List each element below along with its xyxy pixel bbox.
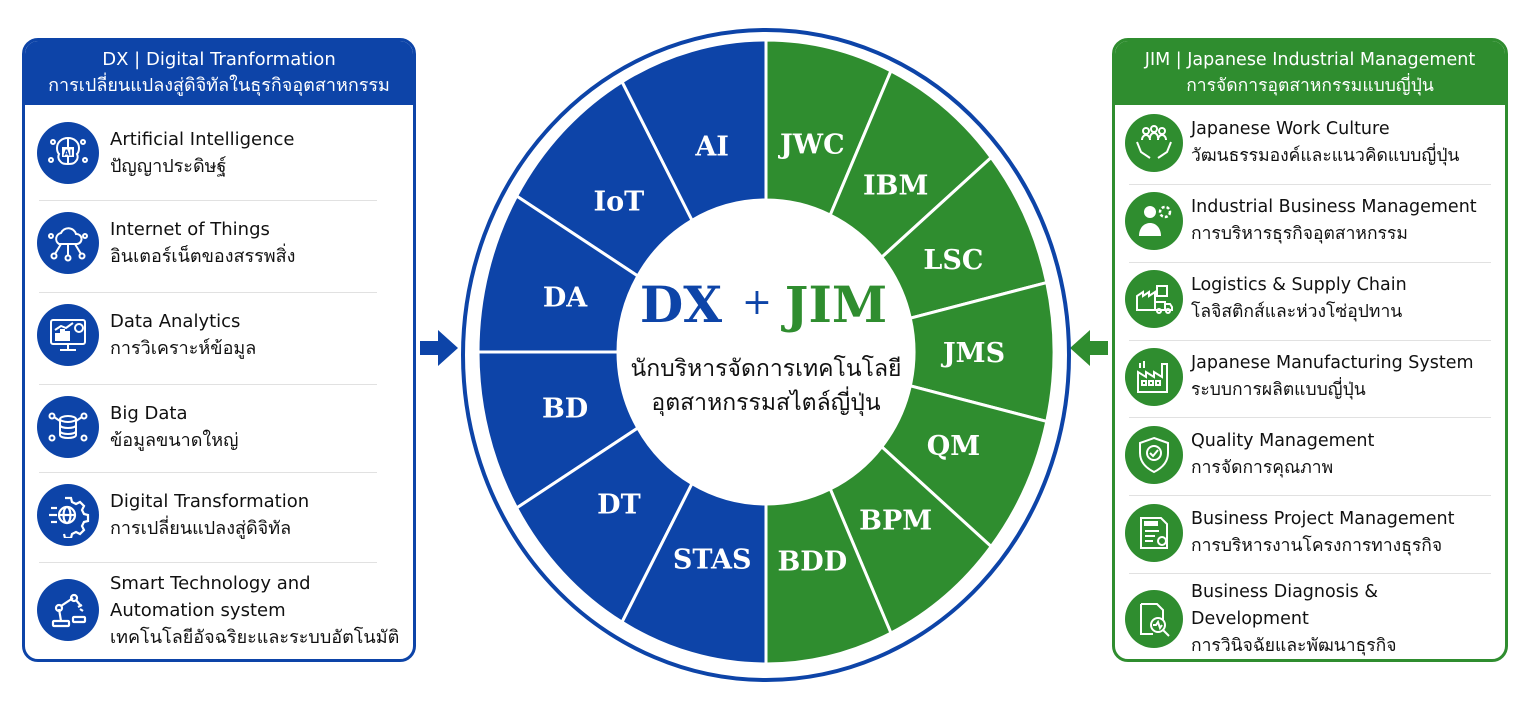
dx-panel-title: DX | Digital Tranformation [102,49,336,70]
jim-segment-label-jwc: JWC [778,129,845,160]
analytics-monitor-icon [37,304,99,366]
dx-panel: DX | Digital Tranformation การเปลี่ยนแปล… [22,38,416,662]
divider [1129,184,1491,185]
ai-brain-icon: AI [37,122,99,184]
dx-item-dt: Digital Transformation การเปลี่ยนแปลงสู่… [25,473,413,557]
jim-item-jwc: Japanese Work Culture วัฒนธรรมองค์และแนว… [1115,107,1505,179]
center-hub [618,200,914,504]
jim-item-bpm-thai: การบริหารงานโครงการทางธุรกิจ [1191,536,1443,556]
divider [39,562,377,563]
jim-item-qm: Quality Management การจัดการคุณภาพ [1115,419,1505,491]
jim-item-ibm: Industrial Business Management การบริหาร… [1115,185,1505,257]
dx-item-da-title: Data Analytics [110,311,241,332]
businessman-gear-icon [1125,192,1183,250]
dx-item-ai-title: Artificial Intelligence [110,129,295,150]
jim-item-bdd: Business Diagnosis & Development การวินิ… [1115,577,1505,659]
center-jim-label: JIM [781,275,887,334]
dx-item-iot-title: Internet of Things [110,219,270,240]
divider [39,200,377,201]
divider [1129,573,1491,574]
divider [39,384,377,385]
jim-item-bdd-title: Business Diagnosis & [1191,581,1379,602]
dx-segment-label-bd: BD [542,393,588,424]
jim-panel: JIM | Japanese Industrial Management การ… [1112,38,1508,662]
divider [39,472,377,473]
jim-segment-label-bdd: BDD [777,547,847,578]
dx-item-stas-title: Smart Technology and [110,572,311,594]
jim-item-jwc-thai: วัฒนธรรมองค์และแนวคิดแบบญี่ปุ่น [1191,146,1460,166]
center-subtitle-line1: นักบริหารจัดการเทคโนโลยี [630,355,901,382]
iot-cloud-network-icon [37,212,99,274]
dx-segment-label-iot: IoT [594,187,645,218]
divider [1129,417,1491,418]
jim-item-qm-thai: การจัดการคุณภาพ [1191,458,1334,478]
big-data-database-icon [37,396,99,458]
dx-item-bd-thai: ข้อมูลขนาดใหญ่ [110,430,239,451]
jim-item-qm-title: Quality Management [1191,431,1375,451]
jim-item-jms-title: Japanese Manufacturing System [1191,353,1474,373]
dx-panel-subtitle: การเปลี่ยนแปลงสู่ดิจิทัลในธุรกิจอุตสาหกร… [48,75,390,96]
jim-item-lsc-thai: โลจิสติกส์และห่วงโซ่อุปทาน [1191,302,1403,322]
dx-item-stas-title-2: Automation system [110,599,286,621]
jim-item-ibm-title: Industrial Business Management [1191,197,1477,217]
project-document-icon [1125,504,1183,562]
digital-gear-globe-icon [37,484,99,546]
jim-panel-header: JIM | Japanese Industrial Management การ… [1115,41,1505,105]
dx-segment-label-stas: STAS [673,545,752,576]
jim-item-bdd-thai: การวินิจฉัยและพัฒนาธุรกิจ [1191,635,1397,656]
divider [1129,495,1491,496]
dx-item-stas: Smart Technology and Automation system เ… [25,565,413,655]
jim-panel-title: JIM | Japanese Industrial Management [1144,50,1476,70]
logistics-truck-icon [1125,270,1183,328]
arrow-right-icon [420,330,458,366]
dx-item-da-thai: การวิเคราะห์ข้อมูล [110,338,257,359]
jim-item-lsc: Logistics & Supply Chain โลจิสติกส์และห่… [1115,263,1505,335]
dx-item-dt-title: Digital Transformation [110,491,310,512]
quality-shield-icon [1125,426,1183,484]
jim-item-lsc-title: Logistics & Supply Chain [1191,275,1407,295]
jim-item-ibm-thai: การบริหารธุรกิจอุตสาหกรรม [1191,224,1408,244]
arrow-left-icon [1070,330,1108,366]
jim-item-bdd-title-2: Development [1191,608,1309,629]
diagnosis-magnifier-icon [1125,590,1183,648]
jim-item-bpm: Business Project Management การบริหารงาน… [1115,497,1505,569]
jim-panel-subtitle: การจัดการอุตสาหกรรมแบบญี่ปุ่น [1186,76,1434,96]
center-plus-label: + [742,282,772,323]
dx-item-stas-thai: เทคโนโลยีอัจฉริยะและระบบอัตโนมัติ [110,626,400,648]
dx-item-iot-thai: อินเตอร์เน็ตของสรรพสิ่ง [110,246,296,267]
jim-segment-label-bpm: BPM [859,505,932,536]
dx-panel-header: DX | Digital Tranformation การเปลี่ยนแปล… [25,41,413,105]
jim-item-bpm-title: Business Project Management [1191,509,1455,529]
dx-item-dt-thai: การเปลี่ยนแปลงสู่ดิจิทัล [110,518,292,539]
dx-segment-label-dt: DT [597,489,641,520]
svg-text:AI: AI [63,149,72,158]
center-subtitle-line2: อุตสาหกรรมสไตล์ญี่ปุ่น [651,386,880,416]
dx-item-bd: Big Data ข้อมูลขนาดใหญ่ [25,385,413,469]
jim-segment-label-jms: JMS [941,338,1005,369]
dx-item-ai: AI Artificial Intelligence ปัญญาประดิษฐ์ [25,111,413,195]
jim-item-jms-thai: ระบบการผลิตแบบญี่ปุ่น [1191,380,1366,400]
divider [1129,262,1491,263]
center-dx-label: DX [640,275,722,334]
factory-icon [1125,348,1183,406]
dx-item-bd-title: Big Data [110,403,188,424]
outer-ring [461,28,1071,682]
dx-item-iot: Internet of Things อินเตอร์เน็ตของสรรพสิ… [25,201,413,285]
jim-segment-label-lsc: LSC [923,245,983,276]
jim-segment-label-qm: QM [927,431,980,462]
jim-item-jms: Japanese Manufacturing System ระบบการผลิ… [1115,341,1505,413]
team-hands-icon [1125,114,1183,172]
divider [39,292,377,293]
dx-item-ai-thai: ปัญญาประดิษฐ์ [110,156,227,177]
jim-segment-label-ibm: IBM [863,171,928,202]
robot-arm-icon [37,579,99,641]
dx-segment-label-da: DA [543,283,588,314]
dx-item-da: Data Analytics การวิเคราะห์ข้อมูล [25,293,413,377]
divider [1129,340,1491,341]
dx-segment-label-ai: AI [694,131,729,162]
jim-item-jwc-title: Japanese Work Culture [1191,119,1390,139]
